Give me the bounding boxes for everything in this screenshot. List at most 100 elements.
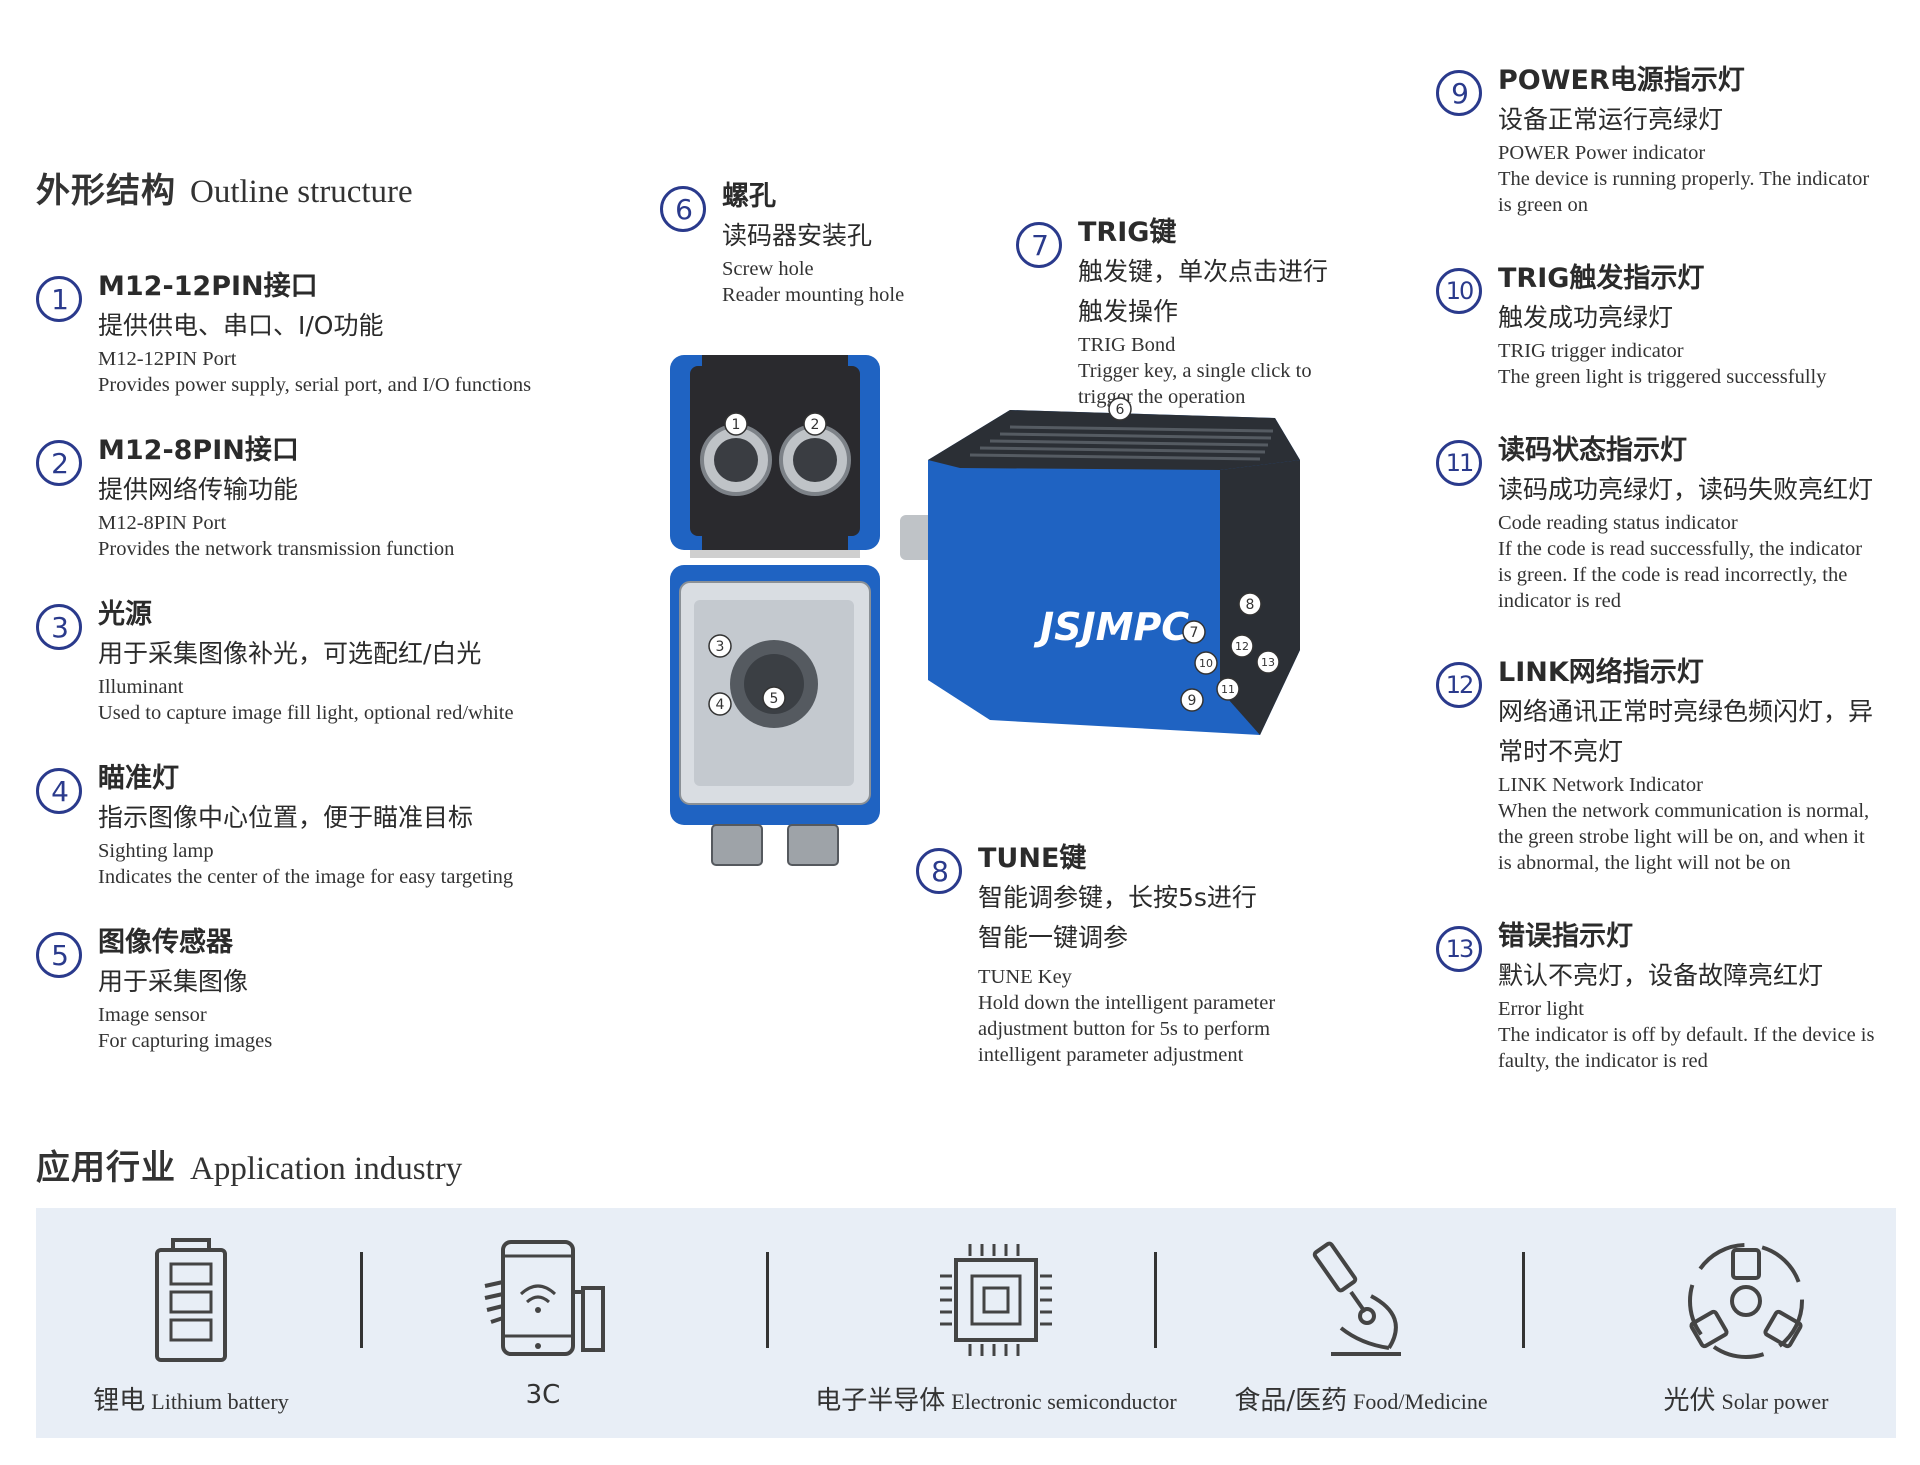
svg-text:13: 13: [1261, 656, 1275, 669]
feature-name-en: M12-12PIN Port: [98, 348, 237, 370]
outline-title-en: Outline structure: [190, 174, 413, 210]
feature-desc-en: For capturing images: [98, 1030, 273, 1052]
feature-name-en: LINK Network Indicator: [1498, 774, 1703, 796]
phone-hand-icon: [484, 1240, 605, 1356]
feature-desc-zh: 提供网络传输功能: [98, 475, 299, 504]
feature-desc-en: is green. If the code is read incorrectl…: [1498, 564, 1848, 586]
feature-desc-en: Provides the network transmission functi…: [98, 538, 455, 560]
feature-desc-zh: 触发键，单次点击进行: [1078, 257, 1329, 286]
feature-desc-zh: 网络通讯正常时亮绿色频闪灯，异: [1498, 697, 1874, 726]
applications-title-en: Application industry: [190, 1151, 463, 1187]
app-divider: [1154, 1252, 1157, 1348]
feature-name-en: TRIG Bond: [1078, 334, 1176, 356]
feature-number-badge: 4: [36, 768, 82, 814]
feature-title: 错误指示灯: [1498, 921, 1633, 952]
app-divider: [360, 1252, 363, 1348]
svg-text:1: 1: [732, 417, 741, 433]
feature-desc-en: If the code is read successfully, the in…: [1498, 538, 1863, 560]
feature-title: 读码状态指示灯: [1498, 435, 1687, 466]
device-perspective-view: 6 JSJMPC 8 7 12 10 13 11 9: [900, 397, 1300, 735]
feature-title: POWER电源指示灯: [1498, 65, 1745, 96]
feature-desc-zh: 智能一键调参: [978, 923, 1129, 952]
feature-desc-zh: 用于采集图像补光，可选配红/白光: [98, 639, 482, 668]
app-item-3c: 3C: [396, 1208, 696, 1438]
feature-number-badge: 12: [1436, 662, 1482, 708]
chip-icon: [940, 1244, 1052, 1356]
feature-number-badge: 8: [916, 848, 962, 894]
svg-text:6: 6: [1116, 402, 1125, 418]
app-divider: [1522, 1252, 1525, 1348]
feature-number-badge: 2: [36, 440, 82, 486]
feature-desc-zh: 智能调参键，长按5s进行: [978, 883, 1257, 912]
feature-desc-en: The green light is triggered successfull…: [1498, 366, 1827, 388]
feature-desc-en: intelligent parameter adjustment: [978, 1044, 1244, 1066]
brand-logo: JSJMPC: [1033, 605, 1189, 649]
feature-name-en: Screw hole: [722, 258, 814, 280]
svg-text:3: 3: [716, 639, 725, 655]
feature-desc-en: indicator is red: [1498, 590, 1621, 612]
feature-title: TRIG触发指示灯: [1498, 263, 1705, 294]
svg-text:10: 10: [1199, 657, 1213, 670]
feature-desc-zh: 指示图像中心位置，便于瞄准目标: [98, 803, 474, 832]
app-divider: [766, 1252, 769, 1348]
feature-name-en: POWER Power indicator: [1498, 142, 1706, 164]
feature-title: 螺孔: [722, 181, 776, 212]
feature-title: M12-8PIN接口: [98, 435, 299, 466]
feature-title: M12-12PIN接口: [98, 271, 318, 302]
svg-text:8: 8: [1246, 597, 1255, 613]
applications-title-zh: 应用行业: [36, 1148, 176, 1188]
outline-title-zh: 外形结构: [36, 171, 176, 211]
feature-desc-en: the green strobe light will be on, and w…: [1498, 826, 1865, 848]
feature-number-badge: 6: [660, 186, 706, 232]
svg-text:4: 4: [716, 697, 725, 713]
feature-desc-en: is abnormal, the light will not be on: [1498, 852, 1791, 874]
feature-desc-zh: 读码成功亮绿灯，读码失败亮红灯: [1498, 475, 1874, 504]
battery-icon: [155, 1238, 227, 1362]
feature-name-en: Code reading status indicator: [1498, 512, 1738, 534]
feature-desc-en: faulty, the indicator is red: [1498, 1050, 1708, 1072]
svg-text:12: 12: [1235, 640, 1249, 653]
feature-desc-zh: 设备正常运行亮绿灯: [1498, 105, 1724, 134]
feature-number-badge: 1: [36, 276, 82, 322]
feature-number-badge: 7: [1016, 222, 1062, 268]
svg-text:9: 9: [1188, 693, 1197, 709]
feature-desc-en: Used to capture image fill light, option…: [98, 702, 514, 724]
feature-desc-en: When the network communication is normal…: [1498, 800, 1870, 822]
feature-name-en: Illuminant: [98, 676, 184, 698]
svg-text:5: 5: [770, 691, 779, 707]
feature-name-en: M12-8PIN Port: [98, 512, 227, 534]
feature-desc-zh: 读码器安装孔: [722, 221, 873, 250]
feature-number-badge: 11: [1436, 440, 1482, 486]
app-label: 3C: [525, 1380, 561, 1410]
feature-number-badge: 3: [36, 604, 82, 650]
feature-title: 图像传感器: [98, 927, 233, 958]
feature-name-en: Error light: [1498, 998, 1584, 1020]
feature-desc-en: adjustment button for 5s to perform: [978, 1018, 1271, 1040]
feature-number-badge: 10: [1436, 268, 1482, 314]
solar-icon: [1688, 1243, 1804, 1359]
svg-text:7: 7: [1190, 625, 1199, 641]
feature-name-en: Image sensor: [98, 1004, 207, 1026]
feature-desc-en: The device is running properly. The indi…: [1498, 168, 1870, 190]
feature-title: LINK网络指示灯: [1498, 657, 1704, 688]
device-front-view: 3 4 5: [670, 565, 880, 866]
feature-desc-en: Reader mounting hole: [722, 284, 905, 306]
feature-desc-en: Hold down the intelligent parameter: [978, 992, 1276, 1014]
outline-section-title: 外形结构 Outline structure: [36, 163, 413, 212]
feature-title: TUNE键: [978, 843, 1087, 874]
feature-number-badge: 5: [36, 932, 82, 978]
feature-desc-zh: 常时不亮灯: [1498, 737, 1624, 766]
feature-title: 光源: [98, 599, 152, 630]
feature-desc-zh: 触发操作: [1078, 297, 1179, 326]
feature-name-en: TRIG trigger indicator: [1498, 340, 1684, 362]
feature-name-en: TUNE Key: [978, 966, 1072, 988]
feature-title: TRIG键: [1078, 217, 1177, 248]
